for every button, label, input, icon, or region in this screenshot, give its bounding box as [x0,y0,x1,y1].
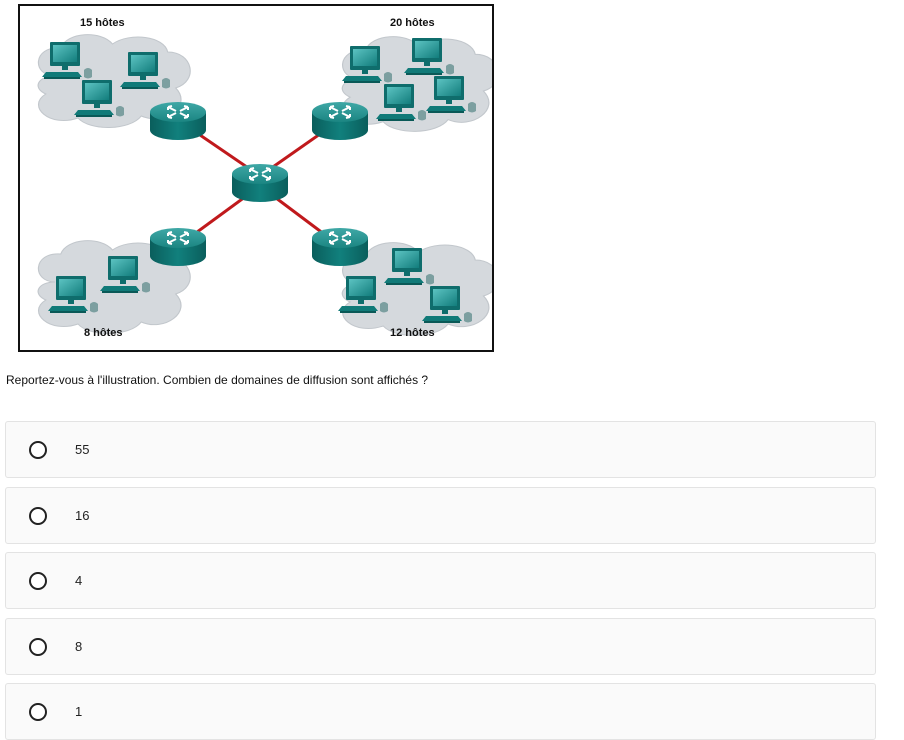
answer-option[interactable]: 4 [5,552,876,609]
radio-button[interactable] [29,572,47,590]
radio-button[interactable] [29,441,47,459]
answer-option-label: 1 [75,704,83,719]
answer-option[interactable]: 55 [5,421,876,478]
label-bottom-right: 12 hôtes [390,327,435,339]
label-bottom-left: 8 hôtes [84,327,123,339]
router-icon [231,163,289,203]
answer-option[interactable]: 16 [5,487,876,544]
router-icon [149,101,207,141]
router-icon [311,101,369,141]
radio-button[interactable] [29,703,47,721]
router-icon [311,227,369,267]
radio-button[interactable] [29,507,47,525]
radio-button[interactable] [29,638,47,656]
router-icon [149,227,207,267]
answer-option-label: 4 [75,573,83,588]
answer-option-label: 8 [75,639,83,654]
network-diagram [37,34,492,337]
answer-option[interactable]: 1 [5,683,876,740]
network-illustration: 15 hôtes 20 hôtes 8 hôtes 12 hôtes [18,4,494,352]
label-top-right: 20 hôtes [390,17,435,29]
answer-option[interactable]: 8 [5,618,876,675]
label-top-left: 15 hôtes [80,17,125,29]
question-text: Reportez-vous à l'illustration. Combien … [6,373,429,387]
answer-option-label: 16 [75,508,90,523]
answer-option-label: 55 [75,442,90,457]
